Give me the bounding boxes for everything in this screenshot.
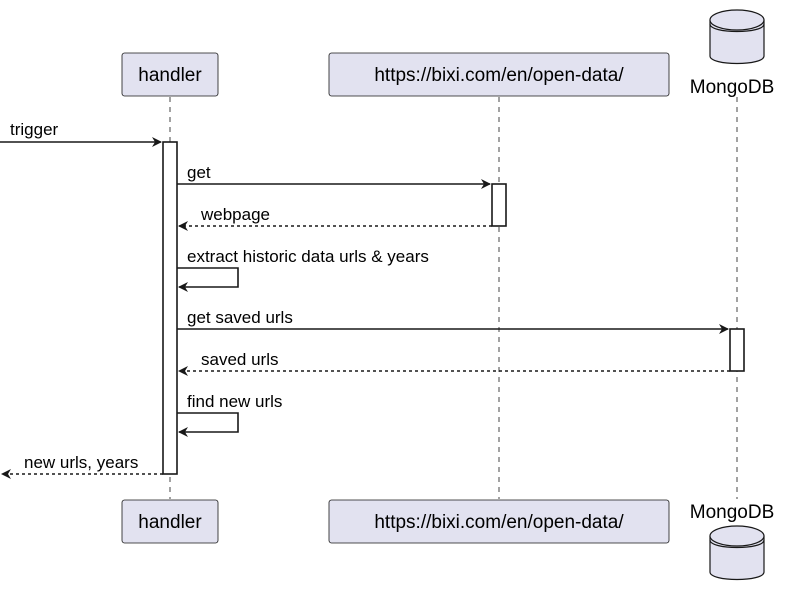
participant-mongodb-bottom: MongoDB xyxy=(690,502,775,581)
message-get-label: get xyxy=(187,163,211,182)
message-trigger: trigger xyxy=(0,120,162,147)
activation-handler xyxy=(162,141,178,475)
message-saved-urls-label: saved urls xyxy=(201,350,278,369)
message-get-saved: get saved urls xyxy=(177,308,729,334)
message-webpage-label: webpage xyxy=(200,205,270,224)
participant-handler-top: handler xyxy=(121,52,219,97)
activation-website xyxy=(491,183,507,227)
message-webpage: webpage xyxy=(178,205,492,231)
participant-handler-label: handler xyxy=(138,65,202,86)
message-saved-urls: saved urls xyxy=(178,350,730,376)
message-trigger-label: trigger xyxy=(10,120,59,139)
database-icon xyxy=(709,9,765,65)
participant-handler-bottom: handler xyxy=(121,499,219,544)
participant-website-label: https://bixi.com/en/open-data/ xyxy=(374,512,624,533)
message-extract-arrow xyxy=(177,267,239,292)
participant-website-top: https://bixi.com/en/open-data/ xyxy=(328,52,670,97)
message-find-new: find new urls xyxy=(177,392,282,437)
message-get: get xyxy=(177,163,491,189)
participant-website-bottom: https://bixi.com/en/open-data/ xyxy=(328,499,670,544)
message-find-new-label: find new urls xyxy=(187,392,282,411)
message-extract: extract historic data urls & years xyxy=(177,247,429,292)
message-find-new-arrow xyxy=(177,412,239,437)
activation-mongodb xyxy=(729,328,745,372)
message-new-urls: new urls, years xyxy=(1,453,163,479)
message-get-saved-label: get saved urls xyxy=(187,308,293,327)
participant-website-label: https://bixi.com/en/open-data/ xyxy=(374,65,624,86)
message-new-urls-label: new urls, years xyxy=(24,453,138,472)
participant-mongodb-label: MongoDB xyxy=(690,502,775,523)
participant-mongodb-top: MongoDB xyxy=(690,9,775,98)
participant-mongodb-label: MongoDB xyxy=(690,77,775,98)
message-extract-label: extract historic data urls & years xyxy=(187,247,429,266)
participant-handler-label: handler xyxy=(138,512,202,533)
database-icon xyxy=(709,525,765,581)
